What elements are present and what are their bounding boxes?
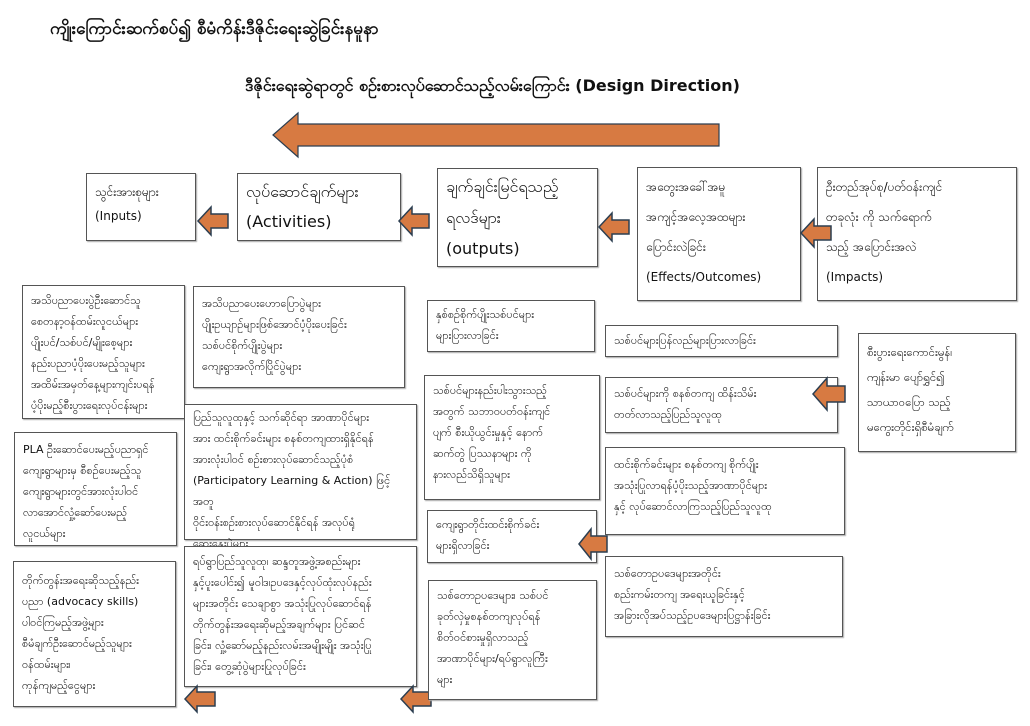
activity-box: အသိပညာပေးဟောပြောပွဲများ ပျိုးဥယျာဉ်များဖ… bbox=[193, 286, 405, 388]
output-box: သစ်ပင်များနည်းပါးသွားသည့် အတွက် သဘာဝပတ်ဝ… bbox=[424, 375, 600, 500]
design-direction-arrow-icon bbox=[272, 111, 720, 159]
output-box: နှစ်စဉ်စိုက်ပျိုးသစ်ပင်များ များပြားလာခြ… bbox=[427, 300, 595, 352]
input-box: PLA ဦးဆောင်ပေးမည့်ပညာရှင် ကျေးရွာများမှ … bbox=[14, 432, 177, 546]
arrow-left-icon bbox=[799, 217, 832, 249]
output-box: ကျေးရွာတိုင်းထင်းစိုက်ခင်း များရှိလာခြင်… bbox=[427, 510, 597, 563]
arrow-left-icon bbox=[812, 376, 846, 412]
activity-box: ပြည်သူလူထုနှင့် သက်ဆိုင်ရာ အာဏာပိုင်များ… bbox=[184, 404, 417, 550]
impacts-header-box: ဦးတည်အုပ်စု/ပတ်ဝန်းကျင် တခုလုံး ကို သက်ရ… bbox=[817, 167, 1017, 301]
arrow-left-icon bbox=[578, 526, 608, 562]
inputs-header-box: သွင်းအားစုများ (Inputs) bbox=[86, 173, 196, 241]
effect-box: သစ်ပင်များပြန်လည်များပြားလာခြင်း bbox=[605, 325, 838, 357]
impact-box: စီးပွားရေးကောင်းမွန်၊ ကျန်းမာ ပျော်ရွှင်… bbox=[858, 333, 1016, 452]
activity-box: ရပ်ရွာပြည်သူလူထု၊ ဆန္ဒတူအဖွဲ့အစည်းများ န… bbox=[184, 546, 417, 687]
arrow-left-icon bbox=[196, 205, 229, 237]
effect-box: သစ်တောဥပဒေများအတိုင်း စည်းကမ်းတကျ အရေးယူ… bbox=[605, 556, 843, 637]
effects-header-box: အတွေးအခေါ်အမူ အကျင့်အလေ့အထများ ပြောင်းလဲ… bbox=[637, 167, 801, 301]
effect-box: သစ်ပင်များကို စနစ်တကျ ထိန်းသိမ်း တတ်လာသည… bbox=[605, 377, 838, 433]
effect-box: ထင်းစိုက်ခင်းများ စနစ်တကျ စိုက်ပျိုး အသု… bbox=[605, 447, 845, 535]
input-box: တိုက်တွန်းအရေးဆိုသည့်နည်း ပညာ (advocacy … bbox=[13, 561, 176, 707]
arrow-left-icon bbox=[397, 205, 430, 237]
design-direction-subtitle: ဒီဇိုင်းရေးဆွဲရာတွင် စဉ်းစားလုပ်ဆောင်သည့… bbox=[245, 76, 740, 95]
diagram-title: ကျိုးကြောင်းဆက်စပ်၍ စီမံကိန်းဒီဇိုင်းရေး… bbox=[50, 19, 379, 39]
activities-header-box: လုပ်ဆောင်ချက်များ (Activities) bbox=[237, 173, 401, 241]
arrow-left-icon bbox=[597, 211, 630, 243]
output-box: သစ်တောဥပဒေများ၊ သစ်ပင် ခုတ်လှဲမှုစနစ်တကျ… bbox=[428, 580, 597, 700]
outputs-header-box: ချက်ချင်းမြင်ရသည့် ရလဒ်များ (outputs) bbox=[437, 168, 598, 267]
arrow-left-icon bbox=[183, 684, 216, 714]
input-box: အသိပညာပေးပွဲဦးဆောင်သူ စေတနာ့ဝန်ထမ်းလူငယ်… bbox=[22, 285, 185, 419]
